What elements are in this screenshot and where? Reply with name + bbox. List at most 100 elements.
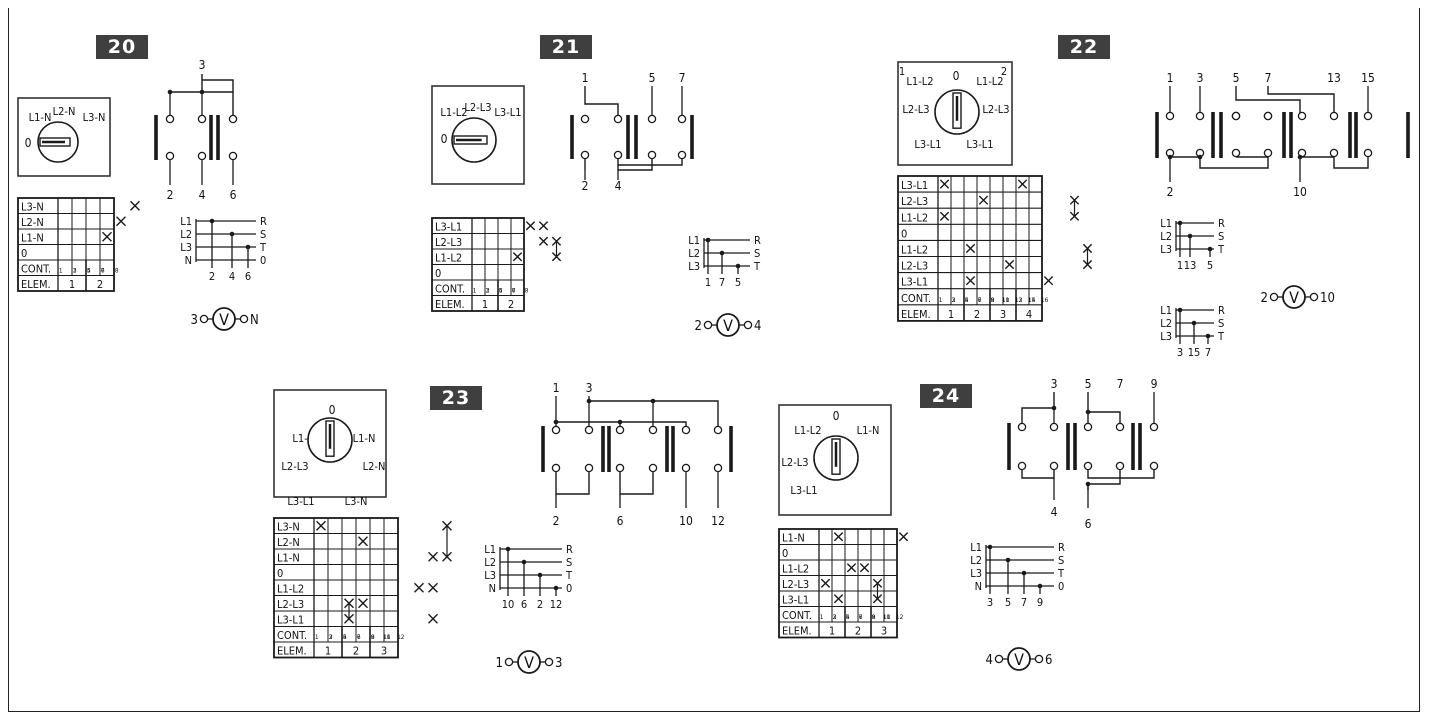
phase-line-label: L2: [180, 228, 192, 241]
table-row-label: L2-N: [277, 536, 300, 549]
phase-terminal-label: 5: [1005, 596, 1011, 609]
table-row-label: L2-L3: [901, 195, 928, 208]
terminal-ring: [580, 150, 590, 160]
table-row-label: L2-L3: [901, 260, 928, 273]
wire: [1021, 392, 1055, 424]
table-contact-number: 8: [525, 287, 529, 295]
voltmeter-right-terminal: 3: [555, 656, 562, 671]
table-row-label: CONT.: [277, 629, 307, 642]
phase-output-label: R: [260, 215, 267, 228]
terminal-ring: [1165, 111, 1175, 121]
phase-output-label: R: [754, 234, 761, 247]
phase-line-label: L1: [484, 543, 496, 556]
phase-terminal-label: 3: [1177, 346, 1183, 359]
table-contact-number: 1: [820, 613, 824, 621]
closed-contact-mark: [538, 236, 549, 246]
terminal-ring: [584, 425, 594, 435]
phase-output-label: S: [566, 556, 572, 569]
closed-contact-mark: [358, 598, 368, 609]
phase-line-label: L1: [180, 215, 192, 228]
phase-output-label: R: [1218, 304, 1225, 317]
table-contact-number: 4: [499, 287, 503, 295]
terminal-ring: [1329, 148, 1339, 158]
table-row-label: L1-N: [277, 552, 300, 565]
phase-terminal-label: 7: [719, 276, 725, 289]
terminal-ring: [1329, 111, 1339, 121]
closed-contact-mark: [965, 243, 976, 254]
closed-contact-mark: [939, 179, 950, 189]
phase-line-label: L1: [1160, 304, 1172, 317]
wire: [556, 421, 621, 426]
terminal-ring: [197, 151, 207, 161]
voltmeter-left-terminal: 2: [695, 319, 702, 334]
closed-contact-mark: [846, 563, 857, 573]
terminal-ring: [613, 114, 623, 124]
voltmeter-left-terminal: 4: [986, 653, 993, 668]
phase-line-label: L3: [1160, 330, 1172, 343]
table-contact-number: 12: [896, 613, 904, 621]
terminal-ring: [1017, 422, 1027, 432]
phase-terminal-label: 7: [1205, 346, 1211, 359]
phase-output-label: T: [565, 569, 573, 582]
table-row-label: L1-L2: [277, 583, 304, 596]
table-contact-number: 8: [991, 296, 995, 304]
phase-output-label: S: [260, 228, 266, 241]
table-row-label: 0: [782, 547, 788, 560]
terminal-ring: [1017, 461, 1027, 471]
switch-position-label: 0: [953, 69, 960, 83]
terminal-label: 4: [199, 188, 206, 202]
terminal-ring: [1115, 461, 1125, 471]
table-row-label: 0: [21, 247, 27, 260]
phase-terminal-label: 1: [705, 276, 711, 289]
terminal-label: 7: [679, 71, 686, 85]
terminal-label: 1: [553, 381, 560, 395]
table-contact-number: 6: [357, 633, 361, 641]
table-contact-number: 4: [343, 633, 347, 641]
phase-output-label: R: [566, 543, 573, 556]
phase-terminal-label: 9: [1037, 596, 1043, 609]
table-contact-number: 7: [859, 613, 863, 621]
phase-output-label: T: [1057, 567, 1065, 580]
switch-position-label: L1-L2: [976, 75, 1003, 88]
switch-position-label: 2: [1001, 65, 1007, 78]
terminal-ring: [613, 150, 623, 160]
voltmeter-terminal-ring: [703, 320, 713, 330]
table-contact-number: 12: [1015, 296, 1023, 304]
table-contact-number: 2: [486, 287, 490, 295]
terminal-label: 13: [1327, 71, 1341, 85]
table-contact-number: 2: [329, 633, 333, 641]
terminal-ring: [165, 151, 175, 161]
switch-position-label: L3-L1: [790, 484, 817, 497]
voltmeter-terminal-ring: [743, 320, 753, 330]
wire: [619, 472, 654, 495]
voltmeter-terminal-ring: [199, 314, 209, 324]
switch-position-label: L2-L3: [781, 456, 808, 469]
panel-24: L1-L20L1-NL2-L3L3-L1L1-N0L1-L2L2-L3L3-L1…: [778, 377, 1159, 671]
phase-output-label: R: [1058, 541, 1065, 554]
terminal-ring: [1263, 148, 1273, 158]
voltmeter-symbol: V: [1014, 650, 1024, 669]
switch-position-label: L2-L3: [464, 101, 491, 114]
phase-terminal-label: 6: [521, 598, 527, 611]
table-contact-number: 10: [883, 613, 891, 621]
terminal-ring: [1115, 422, 1125, 432]
closed-contact-mark: [116, 216, 126, 227]
table-contact-number: 8: [115, 267, 119, 275]
table-row-label: ELEM.: [435, 298, 465, 311]
terminal-label: 7: [1117, 377, 1124, 391]
terminal-ring: [1231, 148, 1241, 158]
table-contact-number: 7: [512, 287, 516, 295]
terminal-ring: [647, 150, 657, 160]
table-row-label: ELEM.: [277, 645, 307, 658]
wire: [202, 79, 234, 116]
table-contact-number: 2: [952, 296, 956, 304]
table-contact-number: 2: [73, 267, 77, 275]
voltmeter-terminal-ring: [1309, 292, 1319, 302]
terminal-ring: [1083, 461, 1093, 471]
voltmeter-terminal-ring: [239, 314, 249, 324]
table-row-label: L3-L1: [901, 179, 928, 192]
terminal-ring: [551, 463, 561, 473]
table-element-number: 1: [69, 278, 75, 291]
